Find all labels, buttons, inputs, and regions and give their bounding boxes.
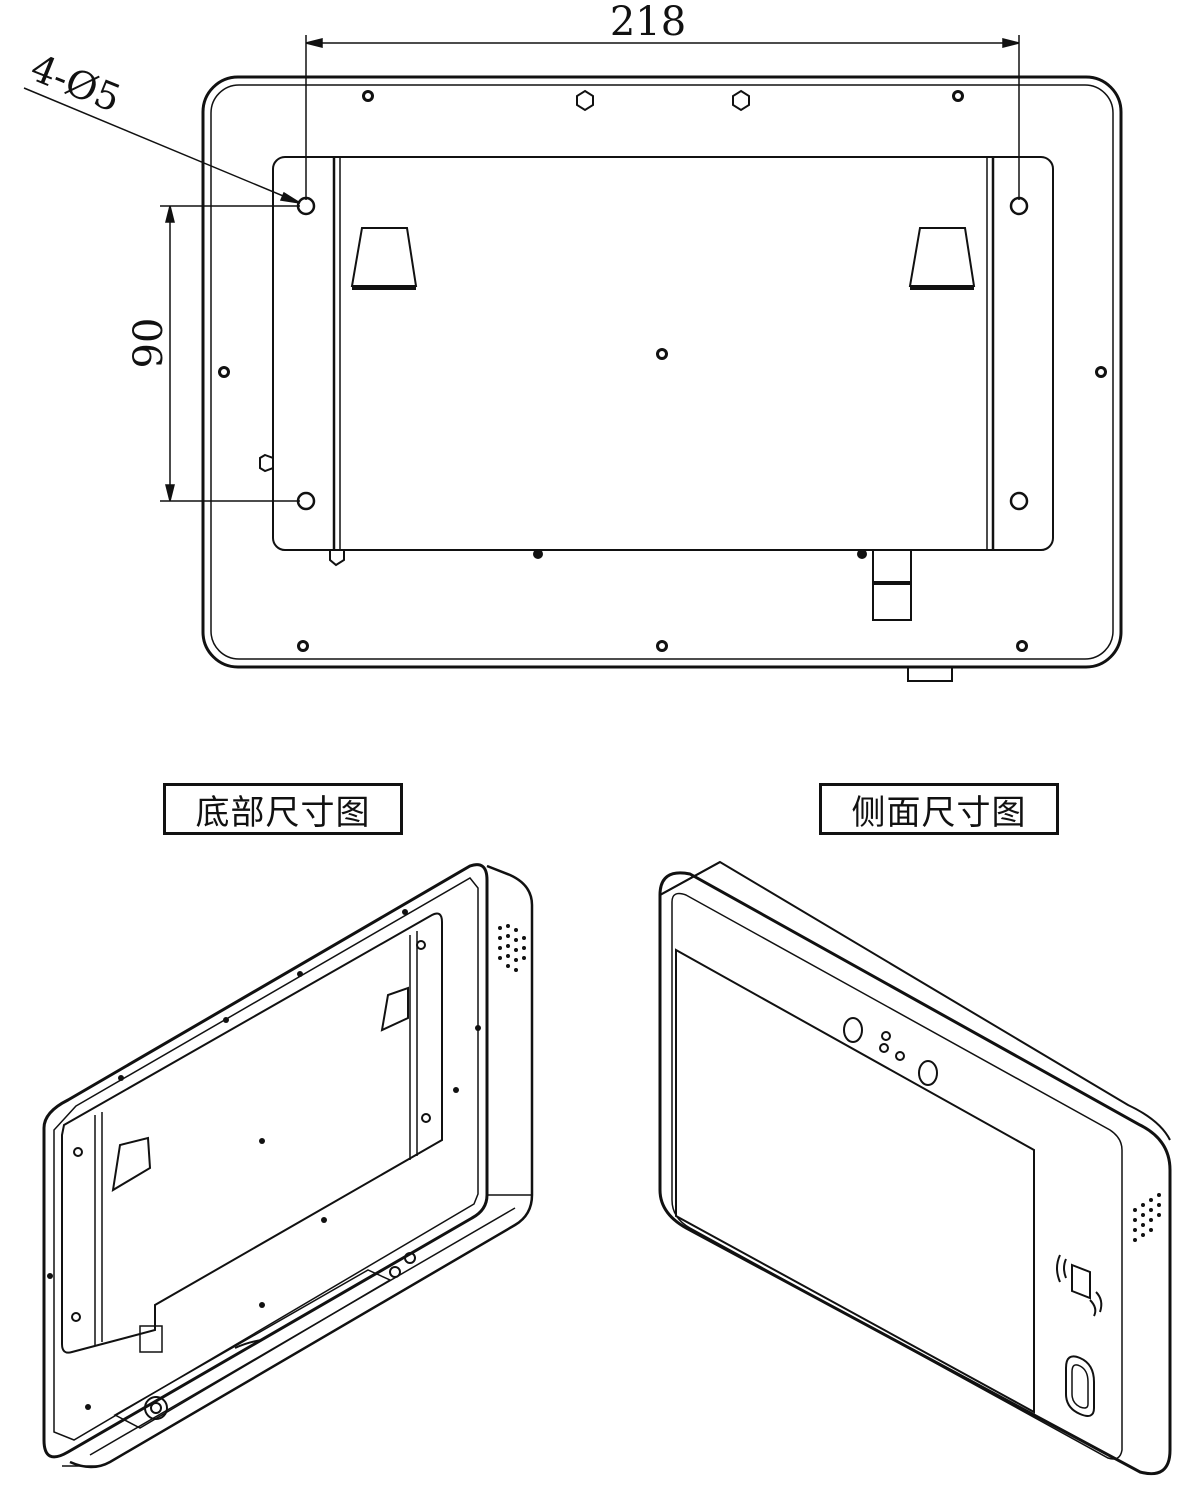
mounting-plate (272, 156, 1054, 551)
iso-front-outer (658, 871, 1172, 1476)
frame-screws (218, 90, 1107, 652)
iso-rear-face (42, 863, 489, 1459)
rear-view (23, 35, 1123, 682)
mount-hole (1009, 196, 1029, 216)
iso-bottom-slot (113, 1269, 392, 1429)
outer-frame (201, 75, 1123, 669)
height-dimension-label: 90 (126, 318, 172, 369)
iso-screen (675, 948, 1035, 1414)
iso-rear-view (42, 863, 534, 1469)
hook-right (908, 227, 976, 290)
hex-nut (576, 89, 594, 112)
speaker-grille (498, 924, 526, 972)
hook-left (350, 227, 418, 290)
fingerprint-reader (1065, 1355, 1095, 1417)
speaker-grille-front (1133, 1193, 1161, 1242)
side-view-label: 侧面尺寸图 (819, 783, 1059, 835)
mount-hole (1009, 491, 1029, 511)
hole-leader (23, 87, 301, 204)
nfc-icon (1056, 1254, 1103, 1317)
mount-hole (296, 196, 316, 216)
camera-right (918, 1060, 938, 1086)
iso-mount-plate (61, 912, 443, 1354)
hex-nut (259, 453, 274, 473)
width-dimension-label: 218 (610, 0, 686, 45)
dimension-width (305, 35, 1020, 200)
inner-frame (210, 84, 1114, 660)
hex-nut (732, 89, 750, 112)
iso-front-view (658, 860, 1172, 1476)
mount-hole (296, 491, 316, 511)
bottom-view-label: 底部尺寸图 (163, 783, 403, 835)
camera-left (843, 1017, 863, 1043)
dimension-height (160, 205, 300, 502)
connector (872, 550, 912, 583)
